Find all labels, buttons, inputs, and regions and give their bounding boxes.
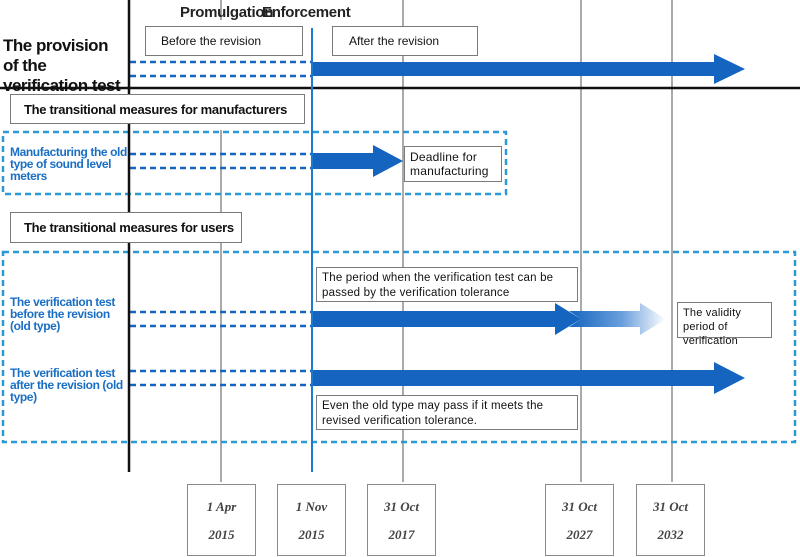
old-type-note: Even the old type may pass if it meets t…: [316, 395, 578, 430]
date-day: 31 Oct: [561, 499, 598, 514]
date-day: 31 Oct: [652, 499, 689, 514]
manufacturers-frame: [1, 130, 508, 196]
promulgation-header: Promulgation: [180, 4, 274, 21]
users-frame: [1, 250, 797, 444]
provision-arrow: [313, 54, 745, 84]
validity-box: The validity period of verification: [677, 302, 772, 347]
after-revision-label: The verification test after the revision…: [10, 366, 123, 404]
date-box-2015-apr: 1 Apr 2015: [187, 484, 256, 556]
before-revision-box: Before the revision: [145, 26, 303, 56]
before-arrow: [313, 303, 581, 335]
date-day: 1 Apr: [206, 499, 237, 514]
enforcement-header: Enforcement: [262, 4, 351, 21]
users-measures-box: The transitional measures for users: [10, 212, 242, 243]
deadline-box: Deadline for manufacturing: [404, 146, 502, 182]
before-fade-arrow: [569, 303, 666, 335]
period-note: The period when the verification test ca…: [316, 267, 578, 302]
date-year: 2032: [657, 527, 684, 542]
after-arrow: [313, 362, 745, 394]
date-box-2015-nov: 1 Nov 2015: [277, 484, 346, 556]
date-year: 2015: [208, 527, 235, 542]
date-day: 1 Nov: [295, 499, 328, 514]
date-box-2032: 31 Oct 2032: [636, 484, 705, 556]
verification-provision-title: The provision of the verification test: [3, 36, 121, 95]
date-year: 2015: [298, 527, 325, 542]
date-box-2027: 31 Oct 2027: [545, 484, 614, 556]
manufacturers-measures-box: The transitional measures for manufactur…: [10, 94, 305, 124]
manufacturing-label: Manufacturing the old type of sound leve…: [10, 145, 127, 183]
date-year: 2017: [388, 527, 415, 542]
before-revision-label: The verification test before the revisio…: [10, 295, 115, 333]
date-year: 2027: [566, 527, 593, 542]
after-revision-box: After the revision: [332, 26, 478, 56]
manufacturing-arrow: [313, 145, 403, 177]
date-day: 31 Oct: [383, 499, 420, 514]
date-box-2017: 31 Oct 2017: [367, 484, 436, 556]
